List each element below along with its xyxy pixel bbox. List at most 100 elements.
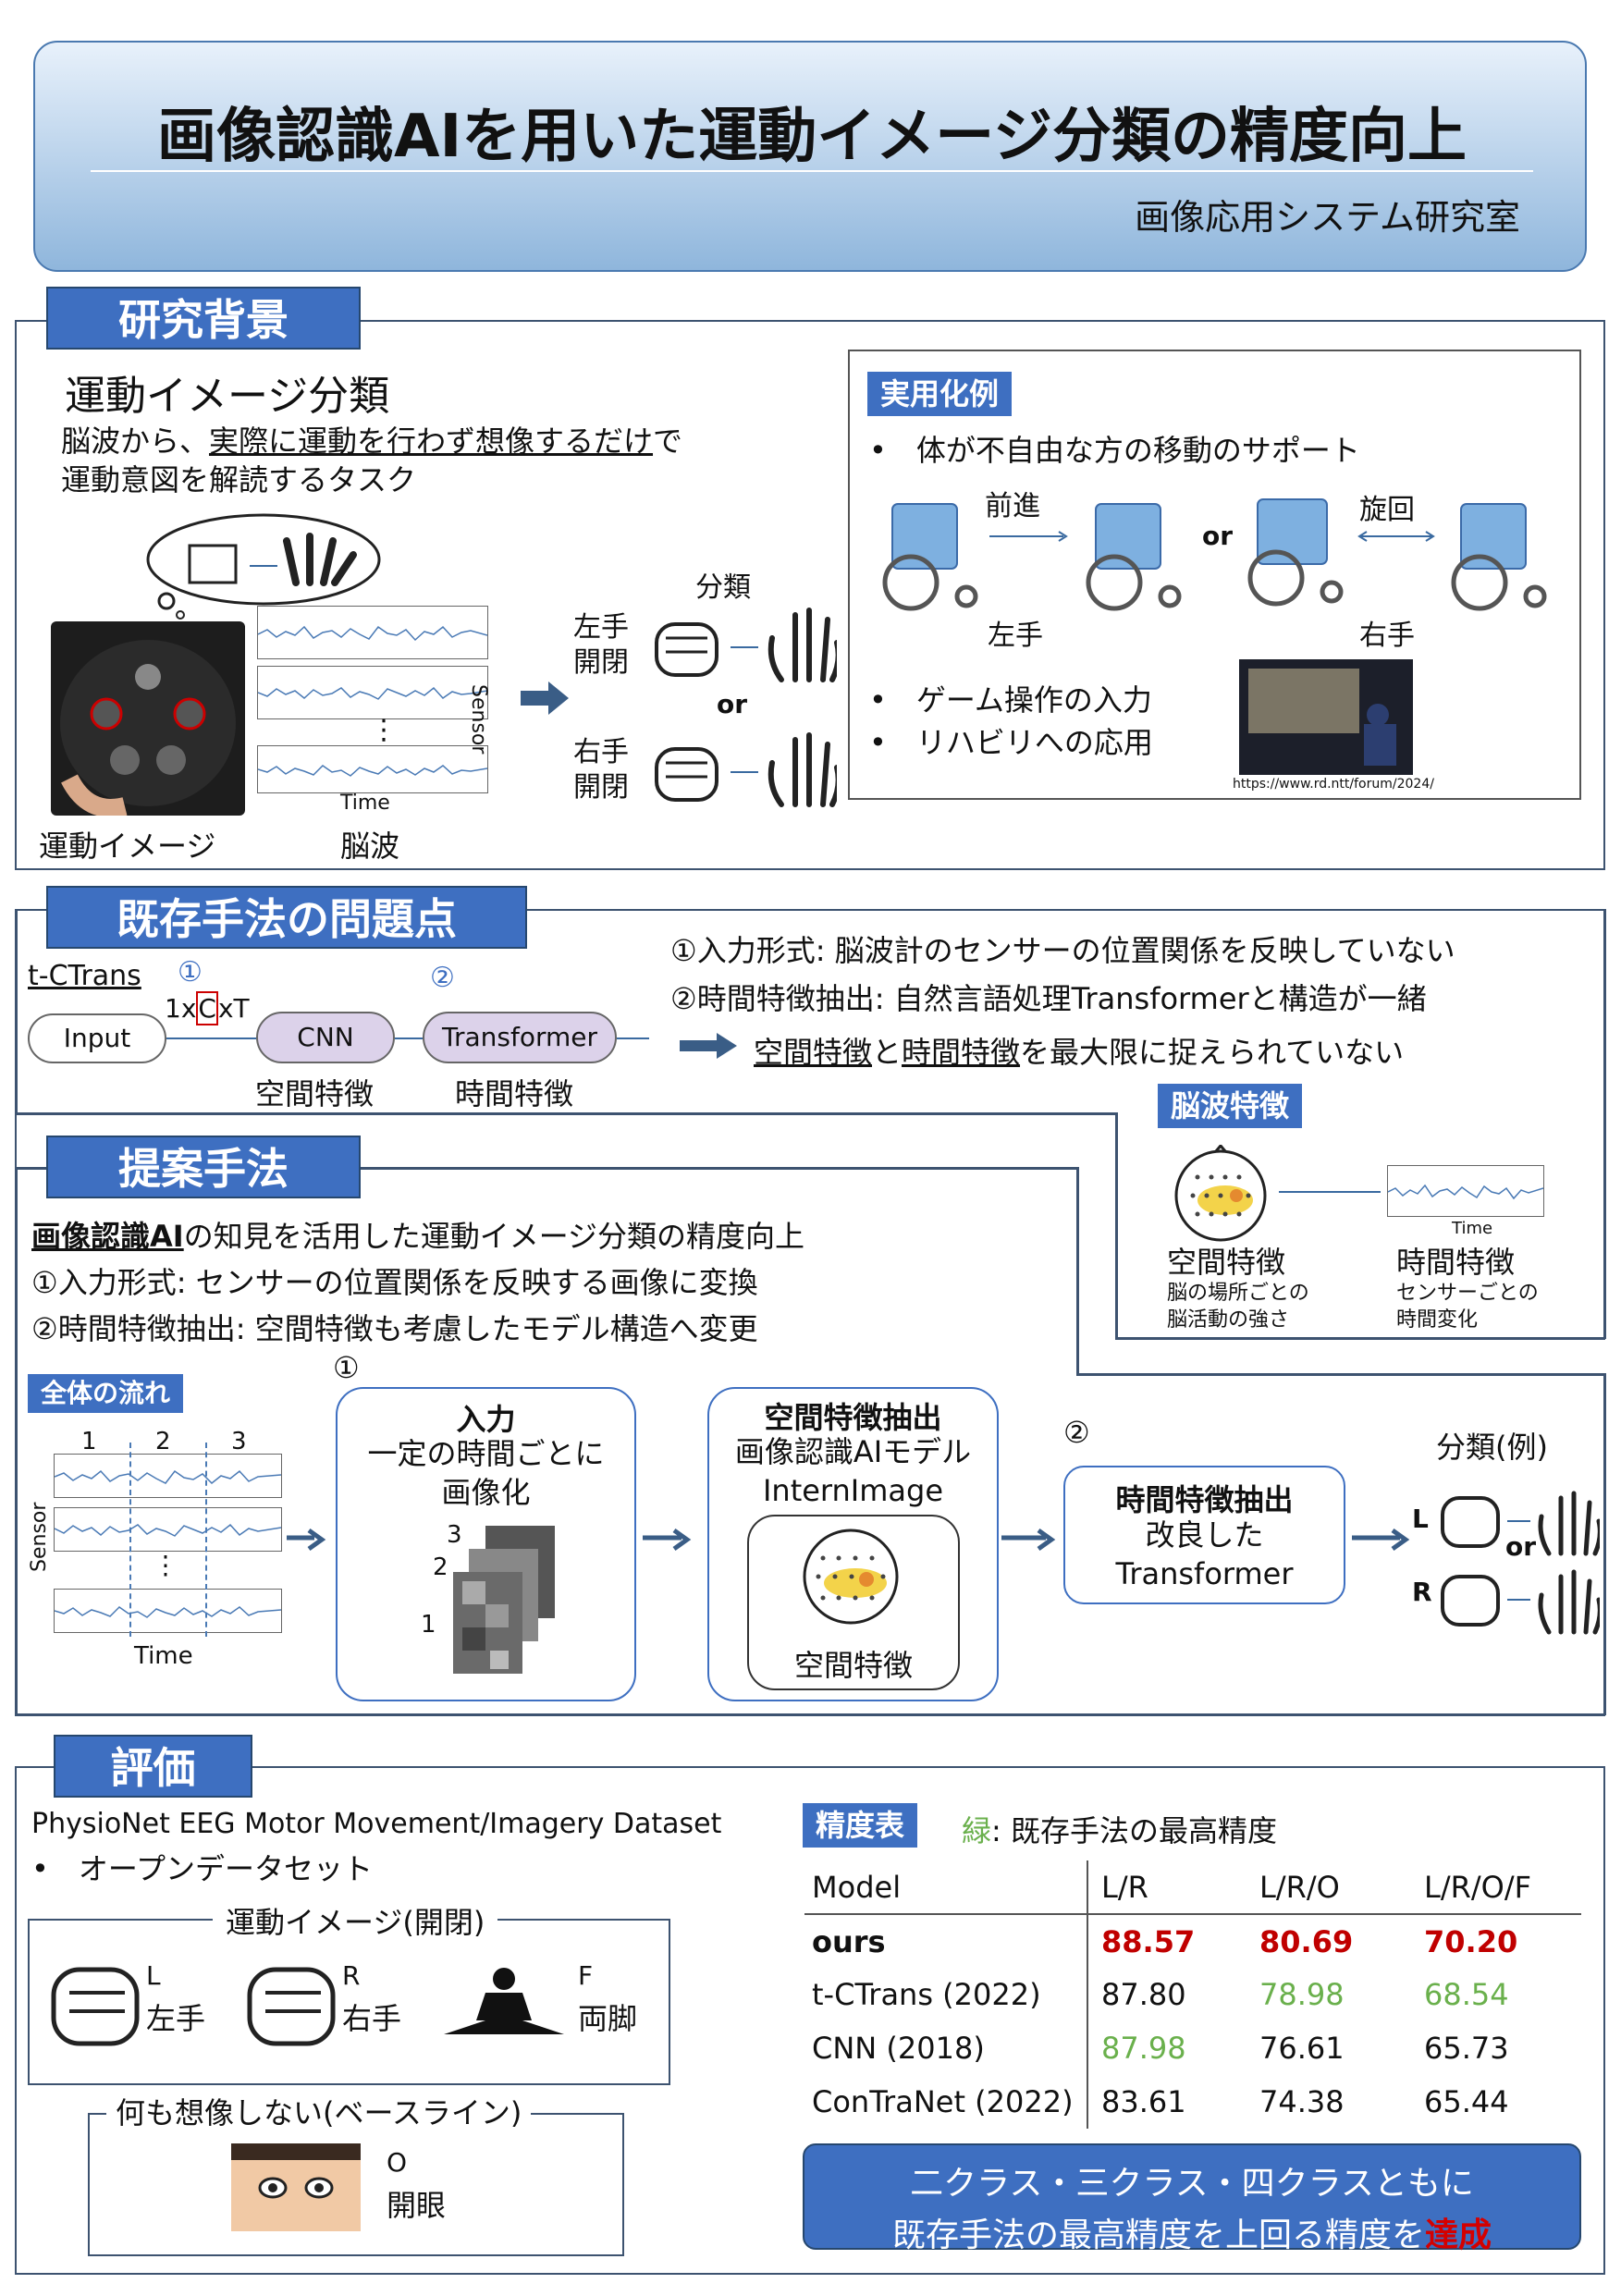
circle-1: ① (178, 956, 203, 988)
app-left-label: 左手 (988, 620, 1043, 652)
temporal-feature-desc: センサーごとの 時間変化 (1396, 1282, 1539, 1332)
problem-1: ①入力形式: 脳波計のセンサーの位置関係を反映していない (670, 933, 1455, 968)
F-code: F (578, 1960, 594, 1991)
stack-label-3: 3 (447, 1521, 462, 1549)
left-hand-label: 左手 開閉 (573, 611, 629, 679)
application-tag: 実用化例 (867, 372, 1013, 416)
temporal-label: 時間特徴 (455, 1076, 574, 1111)
O-code: O (387, 2147, 408, 2178)
arrow-line-3 (617, 1037, 649, 1039)
flow-seg-2: 2 (155, 1428, 171, 1455)
table-header-row: Model L/R L/R/O L/R/O/F (804, 1860, 1581, 1914)
eeg-feature-arrow (1279, 1191, 1381, 1193)
proposal-panel-bottom (15, 1713, 1605, 1716)
problem-panel-bottom (15, 1112, 1117, 1115)
eeg-feature-tag: 脳波特徴 (1158, 1084, 1303, 1128)
thought-bubble-icon (146, 513, 381, 620)
flow-arrow-1-icon (287, 1528, 326, 1552)
row-tctrans-lrof: 68.54 (1424, 1977, 1509, 2012)
flow-arrow-2-icon (643, 1528, 692, 1552)
conclusion-line-2: 既存手法の最高精度を上回る精度を達成 (891, 2216, 1492, 2254)
conclusion-banner: 二クラス・三クラス・四クラスともに 既存手法の最高精度を上回る精度を達成 (803, 2143, 1581, 2254)
flow-seg-3: 3 (231, 1428, 247, 1455)
spatial-inner-box (747, 1515, 960, 1690)
row-cnn-lrof: 65.73 (1424, 2031, 1509, 2066)
row-ours-lrof: 70.20 (1424, 1923, 1518, 1959)
conclusion-line-1: 二クラス・三クラス・四クラスともに (910, 2165, 1474, 2203)
row-ours-lr: 88.57 (1087, 1914, 1252, 1968)
accuracy-table: Model L/R L/R/O L/R/O/F ours 88.57 80.69… (804, 1860, 1581, 2129)
row-cnn-lr: 87.98 (1087, 2021, 1252, 2075)
R-code: R (342, 1960, 361, 1991)
row-cnn-model: CNN (2018) (812, 2031, 985, 2066)
row-cnn-lro: 76.61 (1259, 2031, 1345, 2066)
dataset-name: PhysioNet EEG Motor Movement/Imagery Dat… (31, 1808, 722, 1840)
problem-panel-right (1603, 909, 1606, 1339)
header-lrof: L/R/O/F (1424, 1869, 1531, 1905)
background-desc-2: 運動意図を解読するタスク (61, 462, 417, 497)
temporal-feature-label: 時間特徴 (1396, 1245, 1516, 1280)
problem-panel-step (1115, 1112, 1118, 1339)
flow-wave-3 (54, 1589, 282, 1633)
background-desc-1: 脳波から、実際に運動を行わず想像するだけで (61, 424, 683, 459)
eeg-wave-2 (257, 666, 488, 719)
app-bullet-2: • ゲーム操作の入力 (869, 682, 1152, 718)
fist-icon (247, 1967, 336, 2046)
cnn-node: CNN (256, 1012, 395, 1063)
app-right-label: 右手 (1359, 620, 1415, 652)
input-stage-desc: 一定の時間ごとに 画像化 (367, 1436, 605, 1510)
left-hand-icon (1441, 1491, 1600, 1556)
proposal-panel-right (1603, 1373, 1606, 1715)
spatial-stage-desc: 画像認識AIモデル InternImage (734, 1434, 972, 1508)
problem-panel-step-bottom (1115, 1337, 1605, 1340)
stack-label-1: 1 (421, 1611, 436, 1639)
flow-time-label: Time (134, 1642, 193, 1670)
row-tctrans-lro: 78.98 (1259, 1977, 1345, 2012)
table-row: ConTraNet (2022) 83.61 74.38 65.44 (804, 2075, 1581, 2129)
lab-name: 画像応用システム研究室 (1135, 197, 1520, 238)
dataset-bullet: • オープンデータセット (31, 1851, 373, 1886)
row-tctrans-model: t-CTrans (2022) (812, 1977, 1041, 2012)
eeg-wave-3 (257, 745, 488, 793)
transformer-node: Transformer (423, 1012, 617, 1063)
arrow-icon (521, 681, 569, 715)
L-label: 左手 (146, 2001, 206, 2036)
proposal-panel-left (15, 1167, 18, 1715)
title-divider (91, 170, 1533, 172)
conclusion-arrow-icon (680, 1033, 737, 1059)
page-title: 画像認識AIを用いた運動イメージ分類の精度向上 (156, 103, 1467, 171)
fist-icon (51, 1967, 140, 2046)
spatial-label: 空間特徴 (255, 1076, 375, 1111)
row-contranet-model: ConTraNet (2022) (812, 2084, 1074, 2119)
rotate-label: 旋回 (1359, 494, 1415, 526)
face-icon (231, 2143, 361, 2231)
temporal-stage-desc: 改良した Transformer (1115, 1517, 1294, 1591)
row-contranet-lrof: 65.44 (1424, 2084, 1509, 2119)
eeg-feature-time: Time (1452, 1219, 1493, 1238)
problem-2: ②時間特徴抽出: 自然言語処理Transformerと構造が一緒 (670, 981, 1427, 1016)
source-url: https://www.rd.ntt/forum/2024/ (1233, 777, 1434, 792)
O-label: 開眼 (387, 2188, 447, 2223)
flow-wave-1 (54, 1454, 282, 1498)
eeg-wave-1 (257, 606, 488, 659)
flow-wave-2 (54, 1507, 282, 1552)
input-node: Input (28, 1013, 166, 1063)
baseline-title: 何も想像しない(ベースライン) (106, 2090, 532, 2132)
eeg-cap-photo (51, 621, 245, 817)
application-box (848, 350, 1581, 800)
row-contranet-lr: 83.61 (1087, 2075, 1252, 2129)
problem-conclusion: 空間特徴と時間特徴を最大限に捉えられていない (754, 1035, 1405, 1070)
header-lr: L/R (1087, 1860, 1252, 1914)
scalp-map-icon (803, 1529, 899, 1625)
proposal-line-3: ②時間特徴抽出: 空間特徴も考慮したモデル構造へ変更 (31, 1311, 758, 1346)
flow-seg-1: 1 (81, 1428, 97, 1455)
arrow-line-2 (395, 1037, 423, 1039)
label-eeg: 脳波 (340, 829, 400, 864)
tctrans-label: t-CTrans (28, 960, 141, 992)
proposal-panel-step-top (1076, 1373, 1605, 1376)
row-contranet-lro: 74.38 (1259, 2084, 1345, 2119)
app-bullet-3: • リハビリへの応用 (869, 725, 1153, 760)
flow-L-label: L (1412, 1504, 1429, 1534)
flow-R-label: R (1412, 1577, 1432, 1607)
spatial-feature-label: 空間特徴 (1167, 1245, 1286, 1280)
